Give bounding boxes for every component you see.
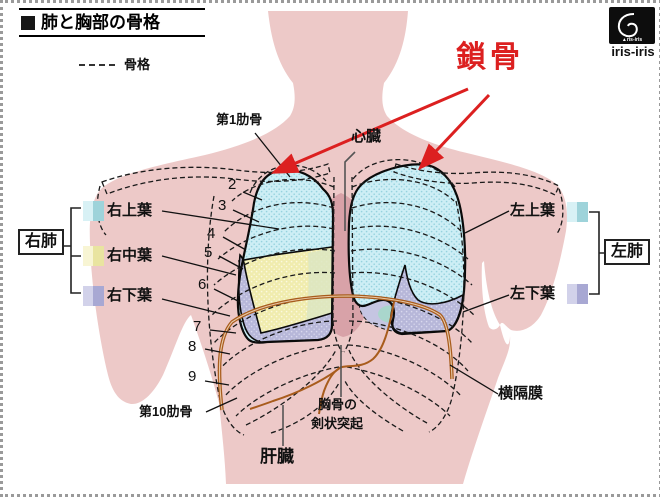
title-square-icon bbox=[21, 15, 35, 30]
label-right-lung: 右肺 bbox=[18, 229, 65, 255]
label-heart: 心臓 bbox=[351, 128, 382, 145]
logo-text: iris-iris bbox=[611, 44, 655, 59]
legend: 骨格 bbox=[79, 58, 150, 71]
swatch-right-middle-lobe bbox=[83, 246, 104, 266]
fissure-tint bbox=[306, 248, 332, 322]
swatch-solid bbox=[577, 284, 588, 304]
swatch-light bbox=[567, 202, 577, 222]
label-tenth-rib: 第10肋骨 bbox=[139, 404, 193, 419]
label-left-upper-lobe: 左上葉 bbox=[510, 202, 556, 219]
rib-number: 3 bbox=[218, 197, 227, 214]
swatch-left-upper-lobe bbox=[567, 202, 588, 222]
label-xiphoid-line2: 剣状突起 bbox=[311, 416, 364, 431]
rib-number: 8 bbox=[188, 338, 197, 355]
legend-skeleton-label: 骨格 bbox=[124, 57, 151, 72]
swatch-light bbox=[567, 284, 577, 304]
rib-number: 9 bbox=[188, 368, 197, 385]
rib-number: 5 bbox=[204, 244, 213, 261]
label-right-upper-lobe: 右上葉 bbox=[107, 202, 153, 219]
rib-number: 2 bbox=[228, 176, 237, 193]
swatch-left-lower-lobe bbox=[567, 284, 588, 304]
title-block: 肺と胸部の骨格 bbox=[19, 8, 205, 37]
swatch-right-upper-lobe bbox=[83, 201, 104, 221]
page-title: 肺と胸部の骨格 bbox=[41, 13, 160, 32]
label-left-lung: 左肺 bbox=[604, 239, 651, 265]
swatch-solid bbox=[93, 201, 104, 221]
rib-number: 4 bbox=[207, 225, 216, 242]
label-liver: 肝臓 bbox=[260, 447, 294, 466]
label-right-lower-lobe: 右下葉 bbox=[107, 287, 153, 304]
logo-badge-text: ▲ris-iris bbox=[621, 37, 643, 43]
swatch-right-lower-lobe bbox=[83, 286, 104, 306]
liver-outline bbox=[217, 294, 454, 415]
swatch-solid bbox=[93, 246, 104, 266]
right-lung-shape bbox=[236, 168, 335, 344]
spiral-icon bbox=[617, 13, 638, 38]
leader-lines bbox=[161, 132, 510, 413]
anatomy-illustration bbox=[63, 11, 606, 484]
rib-number: 7 bbox=[193, 318, 202, 335]
armpit-notch bbox=[481, 261, 500, 330]
clavicle-arrows bbox=[270, 87, 491, 174]
swatch-light bbox=[83, 246, 93, 266]
logo: ▲ris-iris iris-iris bbox=[609, 7, 657, 60]
gray-leader-lines bbox=[282, 151, 356, 446]
rib-number: 6 bbox=[198, 276, 207, 293]
label-diaphragm: 横隔膜 bbox=[498, 385, 544, 402]
logo-mark: ▲ris-iris bbox=[609, 7, 655, 44]
label-right-middle-lobe: 右中葉 bbox=[107, 247, 153, 264]
label-xiphoid-line1: 胸骨の bbox=[318, 397, 358, 412]
label-first-rib: 第1肋骨 bbox=[216, 112, 263, 127]
label-clavicle: 鎖骨 bbox=[456, 41, 524, 74]
swatch-solid bbox=[577, 202, 588, 222]
swatch-solid bbox=[93, 286, 104, 306]
dashed-line-icon bbox=[79, 63, 115, 66]
left-lung-shape bbox=[347, 163, 467, 336]
swatch-light bbox=[83, 201, 93, 221]
swatch-light bbox=[83, 286, 93, 306]
label-left-lower-lobe: 左下葉 bbox=[510, 285, 556, 302]
